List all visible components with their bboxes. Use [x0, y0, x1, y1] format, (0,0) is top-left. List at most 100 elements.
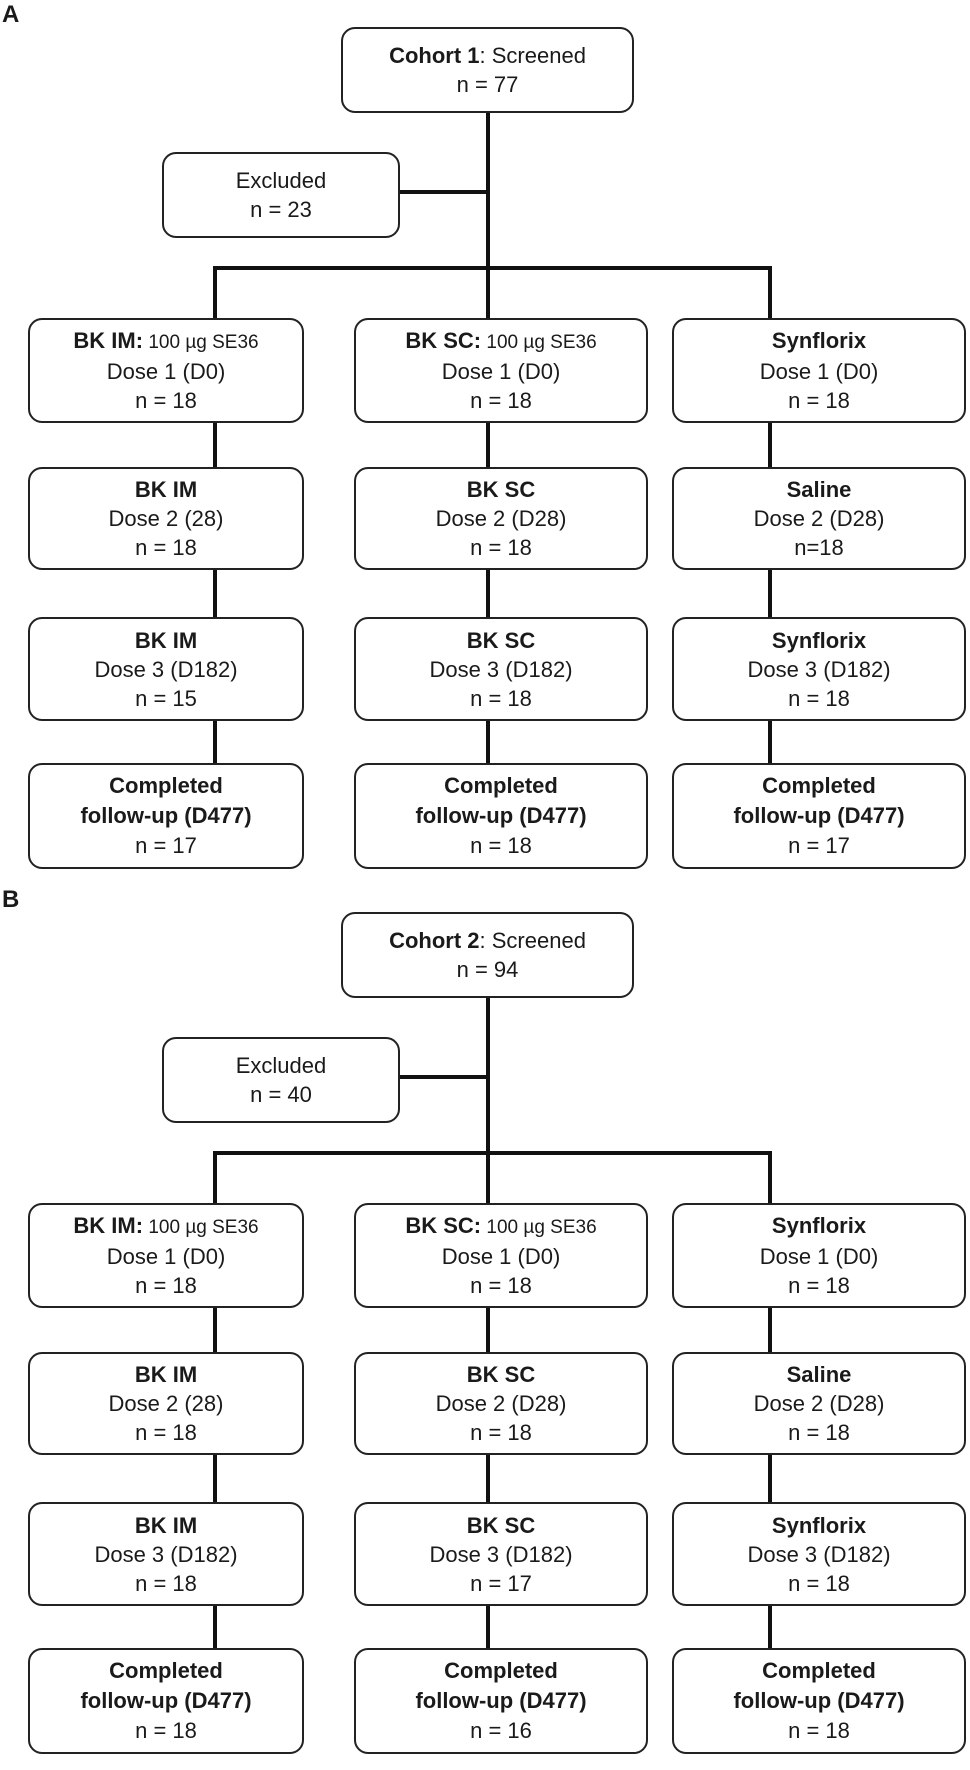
arm-1-followup-line2: follow-up (D477)	[80, 1688, 252, 1713]
arm-3-followup-count: n = 18	[788, 1718, 850, 1743]
arm-1-dose-3-label: Dose 3 (D182)	[94, 1541, 238, 1567]
arm-1-followup-count: n = 18	[135, 1718, 197, 1743]
arm-1-followup-line2: follow-up (D477)	[80, 803, 252, 828]
arm-2-dose-1-count: n = 18	[470, 388, 532, 413]
arm-2-dose-2-label: Dose 2 (D28)	[435, 506, 567, 531]
arm-2-followup-box: Completed follow-up (D477) n = 16	[354, 1648, 648, 1754]
panel-letter: B	[2, 886, 20, 913]
arm-2-dose-3-box: BK SC Dose 3 (D182) n = 18	[354, 617, 648, 721]
arm-1-dose-1-count: n = 18	[135, 1273, 197, 1298]
arm-3-dose-3-title: Synflorix	[771, 1512, 867, 1538]
arm-3-dose-3-count: n = 18	[788, 685, 850, 711]
arm-1-dose-2-label: Dose 2 (28)	[108, 1391, 224, 1416]
arm-3-followup-count: n = 17	[788, 833, 850, 858]
arm-1-dose-1-count: n = 18	[135, 388, 197, 413]
arm-2-dose-1-box: BK SC: 100 µg SE36 Dose 1 (D0) n = 18	[354, 1203, 648, 1308]
arm-1-dose-2-box: BK IM Dose 2 (28) n = 18	[28, 1352, 304, 1455]
excluded-label: Excluded	[235, 1053, 327, 1078]
arm-1-dose-3-title: BK IM	[134, 1512, 198, 1538]
arm-2-followup-line2: follow-up (D477)	[415, 1688, 587, 1713]
arm-3-dose-2-count: n=18	[794, 535, 844, 560]
screened-label: Cohort 2: Screened	[389, 928, 586, 953]
arm-1-dose-1-title: BK IM: 100 µg SE36	[73, 328, 259, 353]
arm-1-dose-2-count: n = 18	[135, 535, 197, 560]
arm-3-dose-1-label: Dose 1 (D0)	[759, 359, 879, 384]
arm-2-dose-3-count: n = 18	[470, 685, 532, 711]
arm-1-dose-1-box: BK IM: 100 µg SE36 Dose 1 (D0) n = 18	[28, 318, 304, 423]
arm-1-dose-2-title: BK IM	[134, 477, 198, 502]
panel-b: B Cohort 2: Screened n = 94 Excluded n =…	[0, 885, 970, 1770]
arm-3-followup-line2: follow-up (D477)	[733, 1688, 905, 1713]
excluded-box: Excluded n = 23	[162, 152, 400, 238]
arm-1-dose-1-label: Dose 1 (D0)	[106, 1244, 226, 1269]
arm-1-followup-box: Completed follow-up (D477) n = 17	[28, 763, 304, 869]
arm-1-dose-3-box: BK IM Dose 3 (D182) n = 18	[28, 1502, 304, 1606]
arm-1-dose-3-label: Dose 3 (D182)	[94, 656, 238, 682]
flow-connectors	[213, 110, 772, 765]
arm-2-followup-line1: Completed	[444, 773, 558, 798]
panel-letter: A	[2, 1, 20, 28]
arm-2-dose-1-count: n = 18	[470, 1273, 532, 1298]
arm-2-dose-3-title: BK SC	[466, 627, 536, 653]
arm-2-dose-2-box: BK SC Dose 2 (D28) n = 18	[354, 1352, 648, 1455]
arm-2-followup-line2: follow-up (D477)	[415, 803, 587, 828]
excluded-count: n = 23	[250, 197, 312, 222]
arm-3-dose-1-title: Synflorix	[771, 1213, 867, 1238]
arm-2-dose-2-title: BK SC	[466, 1362, 536, 1387]
arm-1-dose-2-count: n = 18	[135, 1420, 197, 1445]
arm-2-dose-1-title: BK SC: 100 µg SE36	[405, 1213, 597, 1238]
arm-1-followup-box: Completed follow-up (D477) n = 18	[28, 1648, 304, 1754]
arm-3-dose-2-title: Saline	[786, 477, 852, 502]
arm-3-dose-3-label: Dose 3 (D182)	[747, 656, 891, 682]
arm-3-dose-3-title: Synflorix	[771, 627, 867, 653]
arm-3-dose-1-title: Synflorix	[771, 328, 867, 353]
arm-2-dose-1-label: Dose 1 (D0)	[441, 359, 561, 384]
arm-2-followup-count: n = 18	[470, 833, 532, 858]
arm-2-dose-1-box: BK SC: 100 µg SE36 Dose 1 (D0) n = 18	[354, 318, 648, 423]
flow-connectors	[213, 995, 772, 1650]
arm-3-dose-2-label: Dose 2 (D28)	[753, 506, 885, 531]
arm-3-followup-box: Completed follow-up (D477) n = 17	[672, 763, 966, 869]
arm-1-dose-1-title: BK IM: 100 µg SE36	[73, 1213, 259, 1238]
arm-1-followup-line1: Completed	[109, 773, 223, 798]
arm-2-dose-3-box: BK SC Dose 3 (D182) n = 17	[354, 1502, 648, 1606]
arm-3-followup-box: Completed follow-up (D477) n = 18	[672, 1648, 966, 1754]
screened-box: Cohort 1: Screened n = 77	[341, 27, 634, 113]
panel-a: A Cohort 1: Screened n = 77 Excluded n =…	[2, 1, 966, 869]
arm-3-dose-1-box: Synflorix Dose 1 (D0) n = 18	[672, 1203, 966, 1308]
arm-1-dose-3-count: n = 18	[135, 1570, 197, 1596]
arm-2-dose-2-label: Dose 2 (D28)	[435, 1391, 567, 1416]
arm-1-dose-2-box: BK IM Dose 2 (28) n = 18	[28, 467, 304, 570]
arm-2-dose-3-label: Dose 3 (D182)	[429, 656, 573, 682]
arm-1-dose-3-title: BK IM	[134, 627, 198, 653]
arm-2-dose-2-count: n = 18	[470, 535, 532, 560]
arm-2-dose-3-title: BK SC	[466, 1512, 536, 1538]
arm-2-dose-3-label: Dose 3 (D182)	[429, 1541, 573, 1567]
arm-2-dose-2-box: BK SC Dose 2 (D28) n = 18	[354, 467, 648, 570]
arm-3-dose-2-title: Saline	[786, 1362, 852, 1387]
arm-3-dose-3-label: Dose 3 (D182)	[747, 1541, 891, 1567]
arm-1-followup-count: n = 17	[135, 833, 197, 858]
screened-label: Cohort 1: Screened	[389, 43, 586, 68]
arm-3-dose-3-count: n = 18	[788, 1570, 850, 1596]
arm-1-dose-3-box: BK IM Dose 3 (D182) n = 15	[28, 617, 304, 721]
arm-3-dose-3-box: Synflorix Dose 3 (D182) n = 18	[672, 1502, 966, 1606]
arm-3-dose-2-box: Saline Dose 2 (D28) n = 18	[672, 1352, 966, 1455]
arm-3-dose-1-box: Synflorix Dose 1 (D0) n = 18	[672, 318, 966, 423]
arm-3-dose-1-count: n = 18	[788, 1273, 850, 1298]
arm-1-followup-line1: Completed	[109, 1658, 223, 1683]
arm-1-dose-2-label: Dose 2 (28)	[108, 506, 224, 531]
arm-3-followup-line1: Completed	[762, 773, 876, 798]
excluded-label: Excluded	[235, 168, 327, 193]
arm-3-followup-line2: follow-up (D477)	[733, 803, 905, 828]
screened-count: n = 77	[456, 72, 519, 97]
arm-3-dose-2-count: n = 18	[788, 1420, 850, 1445]
arm-2-dose-2-count: n = 18	[470, 1420, 532, 1445]
arm-3-dose-3-box: Synflorix Dose 3 (D182) n = 18	[672, 617, 966, 721]
arm-2-dose-1-title: BK SC: 100 µg SE36	[405, 328, 597, 353]
arm-1-dose-1-label: Dose 1 (D0)	[106, 359, 226, 384]
arm-2-dose-2-title: BK SC	[466, 477, 536, 502]
arm-2-followup-count: n = 16	[470, 1718, 532, 1743]
arm-3-dose-2-box: Saline Dose 2 (D28) n=18	[672, 467, 966, 570]
screened-box: Cohort 2: Screened n = 94	[341, 912, 634, 998]
